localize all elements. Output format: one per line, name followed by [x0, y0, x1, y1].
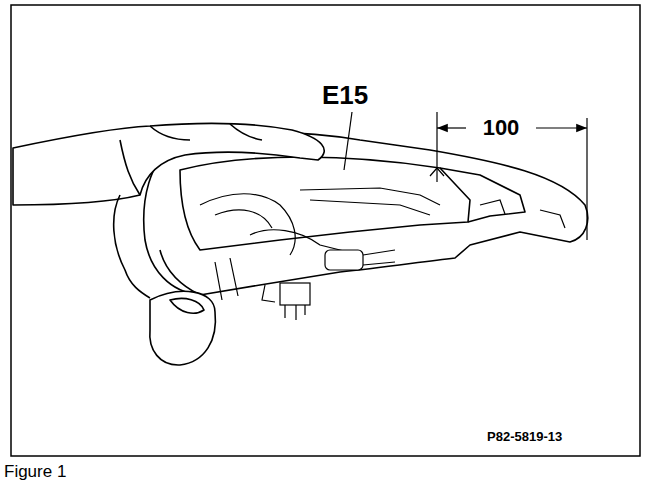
figure-frame [11, 5, 640, 456]
figure-code: P82-5819-13 [487, 430, 562, 443]
figure-caption: Figure 1 [4, 463, 66, 480]
notch-mark [430, 168, 444, 176]
extension-line [436, 112, 437, 182]
lamp-mechanism [200, 188, 565, 320]
lamp-housing [144, 132, 588, 295]
dimension-value: 100 [483, 117, 520, 139]
hand [13, 123, 324, 365]
extension-line [586, 118, 587, 240]
part-label: E15 [322, 82, 368, 108]
leader-line [344, 112, 352, 170]
dimension-lines [344, 112, 587, 240]
dimension-arrow [536, 127, 587, 128]
dimension-arrow [437, 127, 466, 128]
